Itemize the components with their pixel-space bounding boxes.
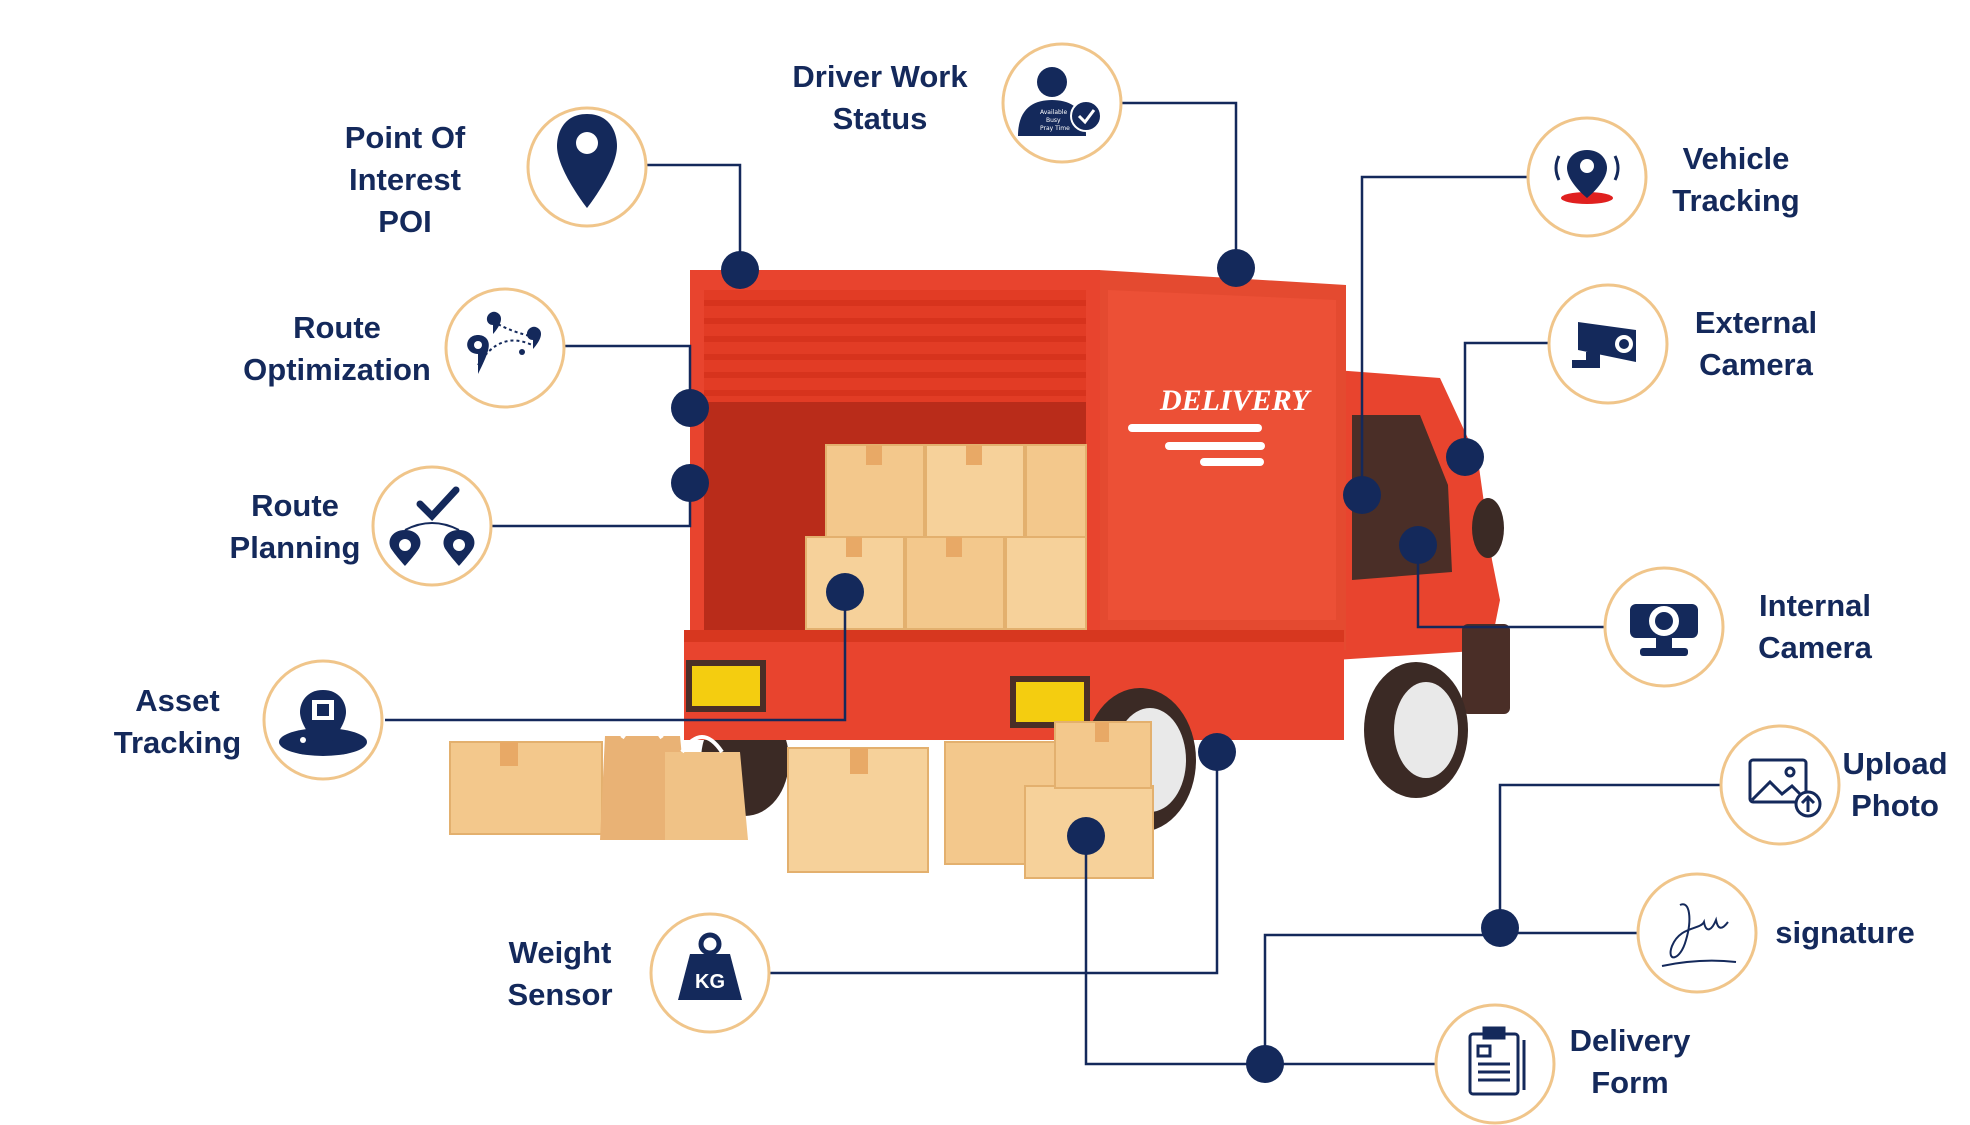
connector-vehicle <box>1360 175 1527 490</box>
feature-label-line: Driver Work <box>792 59 968 94</box>
feature-label-route-optimization: Route Optimization <box>232 307 442 391</box>
feature-label-line: Asset <box>135 683 220 718</box>
feature-label-line: Vehicle <box>1682 141 1790 176</box>
rear-bumper-edge <box>684 630 1344 642</box>
feature-label-line: Route <box>293 310 381 345</box>
feature-label-signature: signature <box>1765 912 1925 954</box>
connector-poi <box>647 163 742 268</box>
feature-label-line: POI <box>378 204 432 239</box>
route-planning-icon-circle <box>371 465 493 587</box>
feature-label-line: Tracking <box>1672 183 1800 218</box>
connector-route-opt <box>565 344 692 408</box>
logo-stripe <box>1200 458 1264 466</box>
feature-label-line: Sensor <box>507 977 613 1012</box>
map-pin-icon <box>557 114 617 208</box>
upload-photo-icon-circle <box>1719 724 1841 846</box>
feature-label-line: Camera <box>1758 630 1872 665</box>
connector-weight <box>770 752 1219 975</box>
logo-stripe <box>1128 424 1262 432</box>
cctv-camera-icon <box>1572 322 1636 368</box>
svg-text:Available: Available <box>1040 109 1067 116</box>
feature-label-line: Point Of <box>344 120 466 155</box>
connector-asset <box>385 592 847 722</box>
feature-label-weight-sensor: Weight Sensor <box>490 932 630 1016</box>
dash-camera-icon <box>1630 604 1698 656</box>
ground-boxes <box>449 721 1154 879</box>
svg-text:KG: KG <box>695 971 725 993</box>
tail-light-left-lens <box>692 666 760 706</box>
feature-label-poi: Point Of Interest POI <box>330 117 480 243</box>
location-signal-icon <box>1554 150 1620 204</box>
shutter-slats <box>704 300 1086 396</box>
feature-label-line: Delivery <box>1569 1023 1691 1058</box>
route-network-icon <box>467 311 541 374</box>
connector-route-plan <box>490 483 692 528</box>
feature-label-driver-status: Driver Work Status <box>780 56 980 140</box>
feature-label-line: Camera <box>1699 347 1813 382</box>
connector-delivery-b <box>1084 836 1265 1066</box>
connector-upload <box>1498 783 1720 928</box>
feature-label-internal-camera: Internal Camera <box>1740 585 1890 669</box>
connector-int-camera <box>1416 545 1604 629</box>
feature-label-upload-photo: Upload Photo <box>1830 743 1960 827</box>
feature-label-line: Weight <box>508 935 612 970</box>
feature-label-line: Planning <box>229 530 361 565</box>
feature-label-delivery-form: Delivery Form <box>1560 1020 1700 1104</box>
tail-light-right-lens <box>1016 682 1084 722</box>
cargo-side-panel <box>1108 290 1336 620</box>
feature-label-route-planning: Route Planning <box>220 485 370 569</box>
svg-text:Pray Time: Pray Time <box>1040 125 1070 132</box>
rolling-shutter <box>704 290 1086 402</box>
logo-stripe <box>1165 442 1265 450</box>
truck-logo-text: DELIVERY <box>1159 384 1312 417</box>
feature-label-line: Upload <box>1842 746 1948 781</box>
upload-image-icon <box>1748 758 1822 818</box>
connector-dots <box>671 249 1519 1083</box>
feature-label-line: External <box>1694 305 1818 340</box>
feature-label-line: Internal <box>1759 588 1871 623</box>
feature-label-external-camera: External Camera <box>1676 302 1836 386</box>
feature-label-line: Photo <box>1851 788 1939 823</box>
route-optimization-icon-circle <box>444 287 566 409</box>
connector-delivery <box>1263 933 1500 1066</box>
connector-ext-camera <box>1463 341 1548 455</box>
signature-icon-circle <box>1636 872 1758 994</box>
kg-weight-icon: KG <box>678 932 742 1000</box>
feature-label-line: Form <box>1591 1065 1669 1100</box>
feature-label-line: Tracking <box>113 725 242 760</box>
svg-text:Busy: Busy <box>1046 117 1061 124</box>
cargo-boxes <box>805 444 1087 630</box>
feature-label-line: Interest <box>349 162 461 197</box>
cab-bumper <box>1462 624 1510 714</box>
connector-driver <box>1120 101 1238 268</box>
side-mirror <box>1472 498 1504 558</box>
feature-label-line: Status <box>832 101 928 136</box>
feature-label-asset-tracking: Asset Tracking <box>105 680 250 764</box>
clipboard-form-icon <box>1468 1026 1526 1096</box>
front-wheel-hub <box>1394 682 1458 778</box>
signature-icon <box>1661 903 1737 967</box>
driver-status-icon: Available Busy Pray Time <box>1018 67 1102 136</box>
feature-label-vehicle-tracking: Vehicle Tracking <box>1656 138 1816 222</box>
feature-label-line: signature <box>1775 915 1915 950</box>
route-check-icon <box>389 486 475 566</box>
feature-label-line: Route <box>251 488 339 523</box>
asset-pin-icon <box>279 690 367 756</box>
feature-label-line: Optimization <box>243 352 431 387</box>
